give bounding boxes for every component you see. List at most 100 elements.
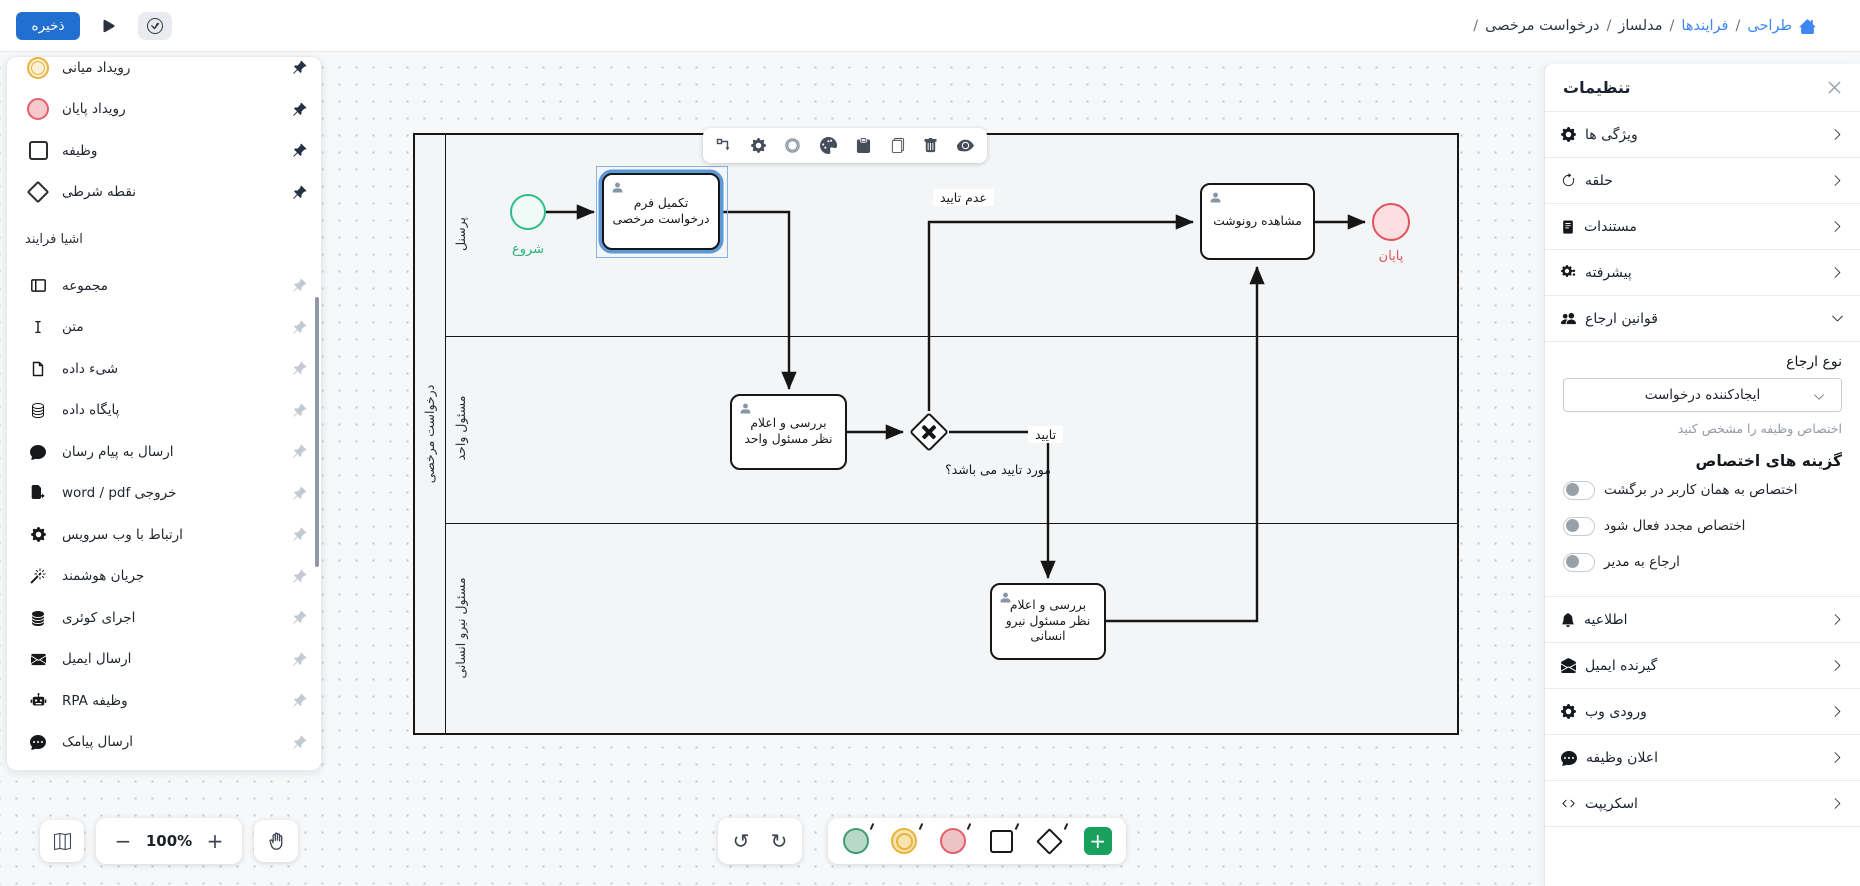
pin-icon[interactable] <box>292 486 307 501</box>
gateway-icon <box>1036 827 1063 855</box>
palette-item[interactable]: ارسال به پیام رسان <box>7 431 321 473</box>
save-button[interactable]: ذخیره <box>16 12 80 40</box>
task-fill-leave-form[interactable]: تکمیل فرم درخواست مرخصی <box>602 173 720 250</box>
quick-add-intermediate-event[interactable] <box>880 819 928 863</box>
pin-icon[interactable] <box>292 361 307 376</box>
palette-item[interactable]: جریان هوشمند <box>7 556 321 598</box>
palette-item-label: شیء داده <box>62 360 119 377</box>
palette-scrollbar[interactable] <box>315 297 319 567</box>
quick-add-end-event[interactable] <box>929 819 977 863</box>
end-event[interactable] <box>1372 203 1410 241</box>
breadcrumb: طراحی / فرایندها / مدلساز / درخواست مرخص… <box>1473 0 1816 52</box>
settings-panel-title: تنظیمات <box>1563 78 1631 97</box>
lane-divider <box>446 522 1457 524</box>
toggle-label: ارجاع به مدیر <box>1604 554 1680 570</box>
task-unit-manager-review[interactable]: بررسی و اعلام نظر مسئول واحد <box>730 394 847 470</box>
toggle-row: اختصاص به همان کاربر در برگشت <box>1563 474 1842 506</box>
start-event[interactable] <box>510 194 546 230</box>
pin-icon[interactable] <box>292 185 307 200</box>
palette-item[interactable]: وظیفه RPA <box>7 680 321 722</box>
palette-item-label: متن <box>62 319 84 336</box>
lane-label-hr-manager: مسئول نیرو انسانی <box>452 577 468 679</box>
palette-item[interactable]: خروجی word / pdf <box>7 473 321 515</box>
trash-icon[interactable] <box>923 138 938 153</box>
pin-icon[interactable] <box>292 143 307 158</box>
eye-icon[interactable] <box>956 137 974 154</box>
palette-section-title: اشیا فرایند <box>25 231 83 247</box>
pin-icon[interactable] <box>292 652 307 667</box>
copy-icon[interactable] <box>890 138 905 153</box>
settings-section-code[interactable]: اسکریپت <box>1545 781 1860 827</box>
zoom-in-button[interactable]: + <box>206 829 224 853</box>
elbow-connector-icon[interactable] <box>716 138 732 154</box>
settings-section-chat-dots[interactable]: اعلان وظیفه <box>1545 735 1860 781</box>
palette-item[interactable]: رویداد پایان <box>7 89 321 131</box>
palette-item[interactable]: مجموعه <box>7 265 321 307</box>
pin-icon[interactable] <box>292 735 307 750</box>
quick-add-start-event[interactable] <box>832 819 880 863</box>
play-icon[interactable] <box>98 15 120 37</box>
palette-item[interactable]: پایگاه داده <box>7 390 321 432</box>
database-icon <box>23 402 53 419</box>
home-icon[interactable] <box>1799 18 1816 35</box>
minimap-button[interactable] <box>40 820 84 862</box>
pin-icon[interactable] <box>292 60 307 75</box>
undo-button[interactable]: ↺ <box>732 829 750 853</box>
settings-section-loop[interactable]: حلقه <box>1545 158 1860 204</box>
palette-item[interactable]: ارسال پیامک <box>7 722 321 764</box>
settings-section-users[interactable]: قوانین ارجاع <box>1545 296 1860 342</box>
task-view-copy[interactable]: مشاهده رونوشت <box>1200 183 1315 260</box>
settings-section-envelope-open[interactable]: گیرنده ایمیل <box>1545 643 1860 689</box>
toggle-switch[interactable] <box>1563 552 1595 572</box>
quick-add-gateway[interactable] <box>1025 819 1073 863</box>
toggle-row: ارجاع به مدیر <box>1563 546 1842 578</box>
pin-icon[interactable] <box>292 610 307 625</box>
ring-icon[interactable] <box>784 137 801 154</box>
add-element-button[interactable]: + <box>1074 819 1122 863</box>
collection-icon <box>23 277 53 294</box>
palette-icon[interactable] <box>820 137 838 154</box>
edge-label-approve: تایید <box>1028 426 1064 443</box>
loop-icon <box>1561 173 1576 188</box>
chevron-right-icon <box>1831 797 1844 810</box>
referral-type-select[interactable]: ایجادکننده درخواست <box>1563 378 1842 412</box>
pin-icon[interactable] <box>292 278 307 293</box>
pin-icon[interactable] <box>292 320 307 335</box>
pin-icon[interactable] <box>292 569 307 584</box>
palette-item-label: ارسال پیامک <box>62 734 134 751</box>
toggle-switch[interactable] <box>1563 516 1595 536</box>
settings-section-label: قوانین ارجاع <box>1585 310 1658 327</box>
pan-tool-button[interactable] <box>254 820 298 862</box>
settings-section-gear[interactable]: ویژگی ها <box>1545 112 1860 158</box>
validate-button[interactable] <box>138 12 172 40</box>
palette-item[interactable]: شیء داده <box>7 348 321 390</box>
envelope-open-icon <box>1561 658 1576 673</box>
palette-item[interactable]: رویداد میانی <box>7 57 321 89</box>
settings-section-gear[interactable]: ورودی وب <box>1545 689 1860 735</box>
history-controls: ↺ ↻ <box>718 818 802 864</box>
pin-icon[interactable] <box>292 693 307 708</box>
pin-icon[interactable] <box>292 403 307 418</box>
close-icon[interactable] <box>1827 80 1842 95</box>
pin-icon[interactable] <box>292 102 307 117</box>
pin-icon[interactable] <box>292 444 307 459</box>
settings-section-gear-duo[interactable]: پیشرفته <box>1545 250 1860 296</box>
zoom-out-button[interactable]: − <box>114 829 132 853</box>
settings-section-bell[interactable]: اطلاعیه <box>1545 597 1860 643</box>
palette-item[interactable]: ارتباط با وب سرویس <box>7 514 321 556</box>
palette-item[interactable]: ارسال ایمیل <box>7 639 321 681</box>
palette-item[interactable]: وظیفه <box>7 130 321 172</box>
redo-button[interactable]: ↻ <box>770 829 788 853</box>
gear-icon[interactable] <box>750 138 766 153</box>
task-hr-review[interactable]: بررسی و اعلام نظر مسئول نیرو انسانی <box>990 583 1106 660</box>
breadcrumb-processes[interactable]: فرایندها <box>1681 18 1729 34</box>
breadcrumb-design[interactable]: طراحی <box>1747 18 1792 34</box>
settings-section-book[interactable]: مستندات <box>1545 204 1860 250</box>
clipboard-icon[interactable] <box>856 138 871 153</box>
palette-item[interactable]: متن <box>7 307 321 349</box>
palette-item[interactable]: نقطه شرطی <box>7 172 321 214</box>
toggle-switch[interactable] <box>1563 480 1595 500</box>
quick-add-task[interactable] <box>977 819 1025 863</box>
palette-item[interactable]: اجرای کوئری <box>7 597 321 639</box>
pin-icon[interactable] <box>292 527 307 542</box>
